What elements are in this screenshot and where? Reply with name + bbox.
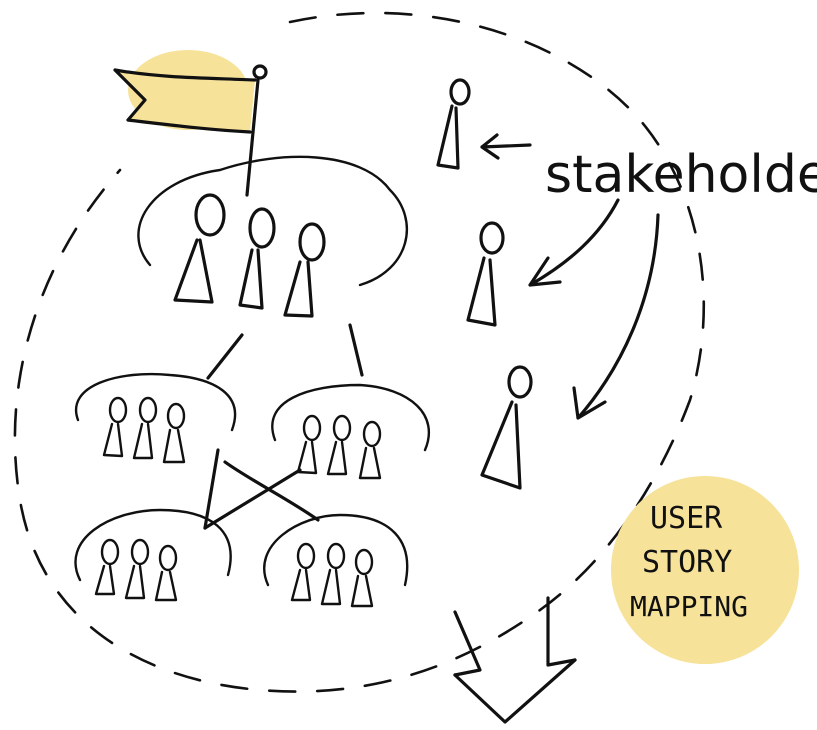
mid-left-team-cloud bbox=[74, 372, 237, 432]
mid-left-team-people bbox=[102, 396, 186, 464]
connector-cross-2 bbox=[203, 468, 302, 530]
badge-line-user: USER bbox=[650, 501, 723, 536]
arrow-to-stakeholder-1 bbox=[480, 133, 532, 160]
bottom-right-team-cloud bbox=[263, 513, 409, 587]
connector-cross-3 bbox=[223, 460, 320, 522]
badge-line-mapping: MAPPING bbox=[630, 590, 748, 623]
mid-right-team-cloud bbox=[271, 383, 431, 452]
bottom-right-team-people bbox=[290, 542, 374, 608]
stakeholder-figure-3 bbox=[480, 365, 533, 490]
top-team-cloud bbox=[137, 155, 409, 287]
stakeholder-figure-1 bbox=[436, 78, 471, 170]
bottom-left-team-cloud bbox=[74, 508, 232, 582]
goal-flag bbox=[113, 50, 268, 197]
mid-right-team-people bbox=[296, 414, 382, 480]
cycle-arrowhead bbox=[453, 596, 577, 724]
user-story-mapping-badge bbox=[611, 476, 799, 664]
dashed-cycle-circle bbox=[13, 11, 706, 693]
bottom-left-team-people bbox=[94, 538, 178, 602]
stakeholder-figure-2 bbox=[466, 221, 505, 327]
top-team-people bbox=[173, 193, 326, 318]
arrow-to-stakeholder-3 bbox=[572, 213, 660, 420]
arrow-to-stakeholder-2 bbox=[528, 198, 620, 287]
badge-line-story: STORY bbox=[642, 545, 732, 580]
connector-top-left bbox=[206, 333, 244, 380]
connector-top-right bbox=[348, 323, 364, 377]
connector-cross-1 bbox=[203, 448, 220, 530]
stakeholders-label: stakeholders bbox=[545, 145, 817, 205]
